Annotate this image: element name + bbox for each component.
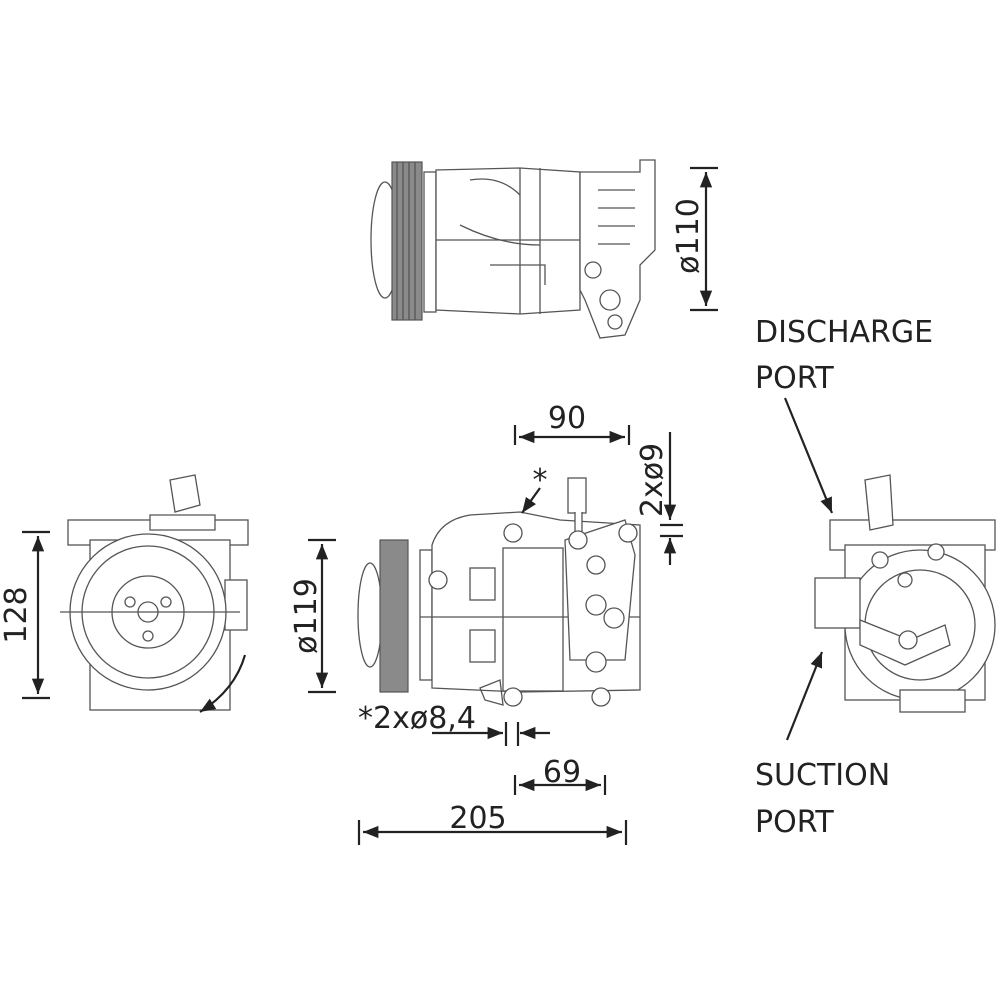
asterisk-arrow [521,487,541,514]
dim-overall-length: 205 [449,801,506,836]
rear-view [814,474,996,713]
side-view [357,477,641,707]
dim-front-height: 128 [0,586,34,643]
holes-9-dimension [660,432,683,565]
holes-84-dimension [432,722,550,746]
discharge-port-label-2: PORT [755,361,834,396]
dim-holes-bottom: *2xø8,4 [358,701,476,736]
offset-69-dimension [513,775,607,795]
top-view [370,159,656,339]
discharge-arrow [783,397,834,514]
discharge-port-label-1: DISCHARGE [755,315,933,350]
dim-pulley-diameter: ø119 [289,578,324,654]
length-205-dimension [357,820,628,845]
diameter-110-dimension [690,166,718,312]
dim-top-offset: 90 [548,401,586,436]
diameter-119-dimension [308,538,336,694]
suction-port-label-2: PORT [755,805,834,840]
front-view [60,474,249,713]
offset-90-dimension [513,425,631,445]
dim-bottom-offset: 69 [543,755,581,790]
height-128-dimension [22,530,50,700]
suction-arrow [785,651,824,741]
asterisk-mark: * [533,463,548,498]
suction-port-label-1: SUCTION [755,758,890,793]
dim-top-diameter: ø110 [671,198,706,274]
dim-holes-top: 2xø9 [635,443,670,517]
